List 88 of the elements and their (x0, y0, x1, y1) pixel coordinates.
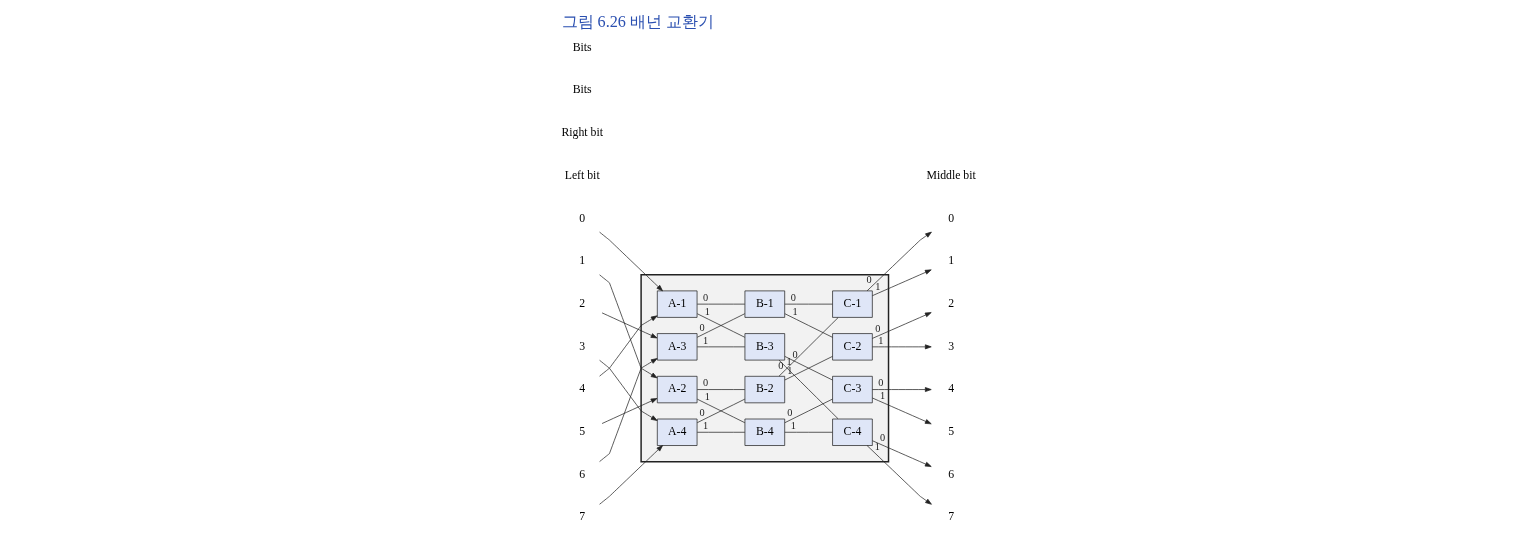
node-text: 0 (947, 211, 954, 225)
arrow (598, 359, 657, 421)
arrow (871, 269, 932, 297)
node-box: C-1 (831, 290, 873, 318)
node-text: 7 (578, 510, 585, 524)
node-text: 1 (578, 254, 585, 268)
edge-label: 1 (702, 334, 708, 346)
edge-label: 1 (792, 305, 798, 317)
arrow (871, 344, 932, 350)
connector (784, 398, 833, 424)
edge-label: 1 (790, 420, 796, 432)
arrow (601, 398, 657, 424)
node-box: A-3 (656, 333, 697, 361)
node-box: A-2 (656, 375, 697, 404)
label: Bits (572, 40, 592, 54)
node-text: 4 (947, 382, 954, 396)
connector (696, 389, 745, 390)
connector (784, 303, 833, 305)
arrow (871, 387, 932, 392)
node-text: 0 (578, 211, 585, 225)
node-box: A-1 (656, 290, 697, 318)
edge-label: 1 (704, 305, 710, 317)
connector (696, 303, 745, 305)
edge-label: 1 (786, 364, 792, 376)
connector (778, 359, 838, 420)
arrow (871, 312, 932, 339)
node-box: B-1 (744, 290, 785, 318)
diagram-title: 그림 6.26 배넌 교환기 (561, 12, 714, 31)
edge-label: 0 (699, 321, 705, 333)
edge-label: 0 (777, 359, 783, 371)
node-text: 1 (947, 254, 954, 268)
edge-label: 0 (879, 432, 885, 444)
arrow (598, 358, 657, 462)
node-box: C-2 (831, 333, 873, 361)
node-text: 2 (947, 296, 954, 310)
label: Right bit (560, 126, 603, 140)
edge-label: 0 (866, 274, 872, 286)
node-text: 6 (947, 467, 954, 481)
edge-label: 1 (877, 334, 883, 346)
node-box: C-4 (831, 418, 873, 446)
node-text: 5 (578, 425, 585, 439)
node-box: B-4 (744, 418, 785, 446)
edge-label: 0 (792, 348, 798, 360)
connector (778, 317, 838, 377)
edge-label: 1 (879, 389, 885, 401)
node-box: C-3 (831, 375, 873, 404)
edge-label: 0 (786, 407, 792, 419)
arrow (871, 397, 932, 425)
edge-label: 1 (874, 440, 880, 452)
connector (696, 346, 745, 348)
label: Middle bit (925, 168, 976, 182)
edge-label: 0 (702, 291, 708, 303)
node-box: B-3 (744, 333, 785, 361)
connector (696, 398, 745, 424)
arrow (598, 274, 657, 379)
node-text: 7 (947, 510, 954, 524)
arrow (598, 445, 663, 505)
edge-label: 0 (877, 377, 883, 389)
connector (784, 431, 833, 433)
arrow (598, 231, 663, 292)
connector (696, 431, 745, 433)
connector (784, 313, 833, 338)
arrow (866, 445, 932, 505)
connector (696, 313, 745, 338)
arrow (601, 312, 657, 339)
connector (784, 356, 833, 381)
label: Bits (572, 83, 592, 97)
node-text: 4 (578, 382, 585, 396)
node-text: 2 (578, 296, 585, 310)
node-box: B-2 (744, 375, 785, 404)
edge-label: 1 (786, 355, 792, 367)
edge-label: 1 (704, 391, 710, 403)
cluster (639, 273, 889, 463)
node-text: 6 (578, 467, 585, 481)
node-text: 3 (947, 339, 954, 353)
node-text: 3 (578, 339, 585, 353)
edge-label: 1 (874, 280, 880, 292)
edge-label: 0 (790, 291, 796, 303)
node-box: A-4 (656, 418, 697, 446)
edge-label: 0 (702, 377, 708, 389)
edge-label: 1 (702, 420, 708, 432)
arrow (598, 315, 657, 377)
arrow (871, 440, 932, 467)
edge-label: 0 (874, 323, 880, 335)
edge-label: 0 (699, 407, 705, 419)
arrow (866, 231, 932, 292)
node-text: 5 (947, 425, 954, 439)
label: Left bit (564, 168, 600, 182)
